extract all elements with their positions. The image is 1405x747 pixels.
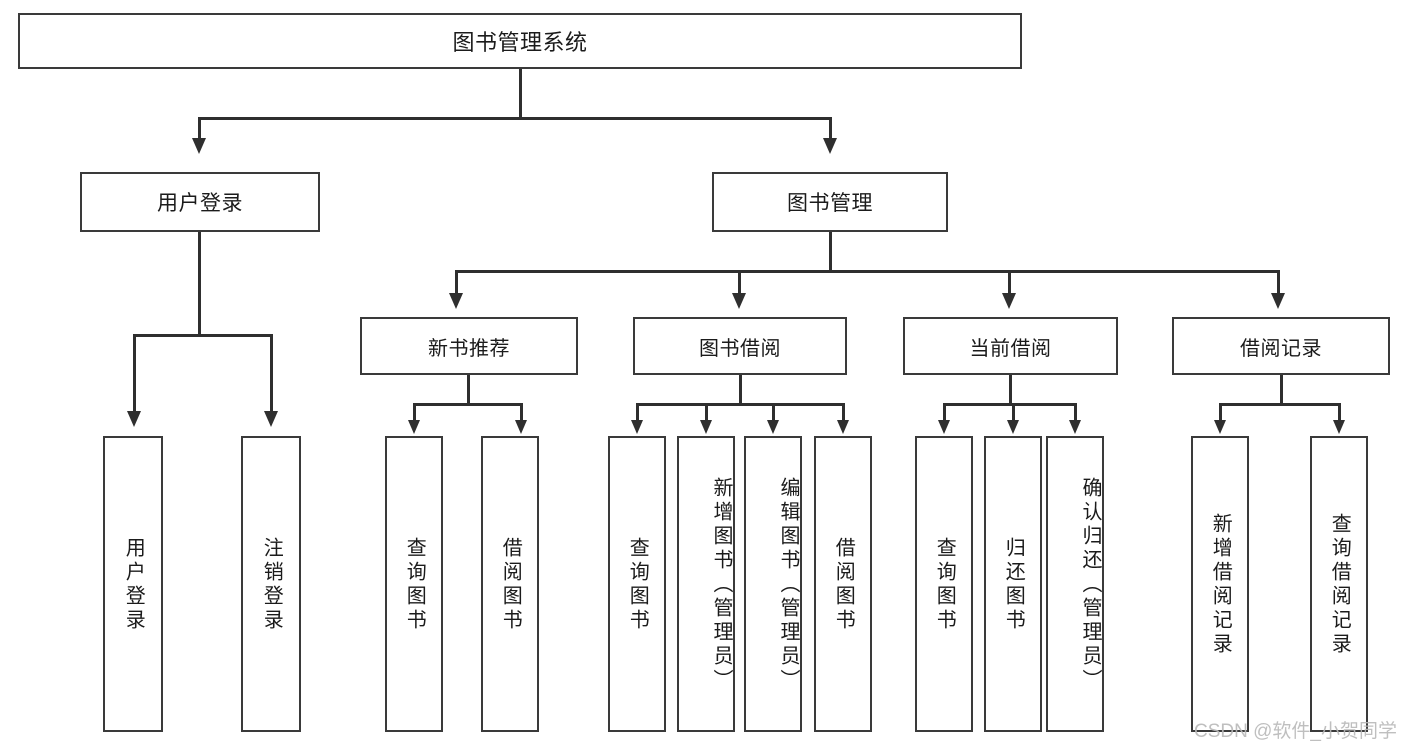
connector-currentborrow-leg-2 xyxy=(1012,403,1015,421)
leaf-query-book-current[interactable]: 查询图书 xyxy=(915,436,973,732)
arrow-currentborrow-child-3 xyxy=(1069,420,1081,434)
leaf-edit-book-admin[interactable]: 编辑图书（管理员） xyxy=(744,436,802,732)
node-root-system[interactable]: 图书管理系统 xyxy=(18,13,1022,69)
arrow-to-user-login xyxy=(192,138,206,154)
arrow-borrowrecord-child-2 xyxy=(1333,420,1345,434)
connector-user-login-bar xyxy=(133,334,273,337)
connector-book-manage-leg-3 xyxy=(1008,270,1011,294)
leaf-borrow-book-newbook[interactable]: 借阅图书 xyxy=(481,436,539,732)
connector-book-manage-bar xyxy=(455,270,1280,273)
leaf-add-book-admin[interactable]: 新增图书（管理员） xyxy=(677,436,735,732)
node-new-book-recommend[interactable]: 新书推荐 xyxy=(360,317,578,375)
leaf-logout[interactable]: 注销登录 xyxy=(241,436,301,732)
connector-bookborrow-leg-4 xyxy=(842,403,845,421)
connector-book-manage-trunk xyxy=(829,232,832,271)
connector-borrowrecord-leg-1 xyxy=(1219,403,1222,421)
connector-currentborrow-leg-1 xyxy=(943,403,946,421)
node-book-borrow[interactable]: 图书借阅 xyxy=(633,317,847,375)
leaf-user-login[interactable]: 用户登录 xyxy=(103,436,163,732)
connector-newbook-leg-2 xyxy=(520,403,523,421)
node-current-borrow[interactable]: 当前借阅 xyxy=(903,317,1118,375)
arrow-to-new-book-rec xyxy=(449,293,463,309)
arrow-newbook-child-1 xyxy=(408,420,420,434)
node-book-manage[interactable]: 图书管理 xyxy=(712,172,948,232)
connector-bookborrow-leg-3 xyxy=(772,403,775,421)
arrow-to-leaf-logout xyxy=(264,411,278,427)
connector-book-manage-leg-1 xyxy=(455,270,458,294)
connector-currentborrow-trunk xyxy=(1009,375,1012,405)
arrow-bookborrow-child-2 xyxy=(700,420,712,434)
watermark-text: CSDN @软件_小贺同学 xyxy=(1194,721,1397,742)
connector-borrowrecord-leg-2 xyxy=(1338,403,1341,421)
arrow-bookborrow-child-4 xyxy=(837,420,849,434)
connector-root-bar xyxy=(198,117,832,120)
arrow-to-book-borrow xyxy=(732,293,746,309)
connector-newbook-bar xyxy=(413,403,523,406)
connector-root-trunk xyxy=(519,69,522,119)
leaf-borrow-book-borrow[interactable]: 借阅图书 xyxy=(814,436,872,732)
connector-bookborrow-leg-2 xyxy=(705,403,708,421)
arrow-to-leaf-user-login xyxy=(127,411,141,427)
connector-bookborrow-bar xyxy=(636,403,845,406)
connector-newbook-leg-1 xyxy=(413,403,416,421)
arrow-bookborrow-child-3 xyxy=(767,420,779,434)
node-user-login[interactable]: 用户登录 xyxy=(80,172,320,232)
arrow-newbook-child-2 xyxy=(515,420,527,434)
connector-book-manage-leg-4 xyxy=(1277,270,1280,294)
connector-bookborrow-trunk xyxy=(739,375,742,405)
connector-currentborrow-leg-3 xyxy=(1074,403,1077,421)
connector-root-leg-right xyxy=(829,117,832,139)
connector-book-manage-leg-2 xyxy=(738,270,741,294)
arrow-bookborrow-child-1 xyxy=(631,420,643,434)
leaf-query-book-newbook[interactable]: 查询图书 xyxy=(385,436,443,732)
connector-newbook-trunk xyxy=(467,375,470,405)
leaf-query-book-borrow[interactable]: 查询图书 xyxy=(608,436,666,732)
connector-bookborrow-leg-1 xyxy=(636,403,639,421)
connector-borrowrecord-trunk xyxy=(1280,375,1283,405)
connector-currentborrow-bar xyxy=(943,403,1077,406)
connector-root-leg-left xyxy=(198,117,201,139)
arrow-currentborrow-child-2 xyxy=(1007,420,1019,434)
connector-user-login-leg-2 xyxy=(270,334,273,412)
connector-user-login-leg-1 xyxy=(133,334,136,412)
leaf-query-borrow-record[interactable]: 查询借阅记录 xyxy=(1310,436,1368,732)
connector-user-login-trunk xyxy=(198,232,201,335)
leaf-confirm-return-admin[interactable]: 确认归还（管理员） xyxy=(1046,436,1104,732)
arrow-borrowrecord-child-1 xyxy=(1214,420,1226,434)
arrow-to-current-borrow xyxy=(1002,293,1016,309)
node-borrow-record[interactable]: 借阅记录 xyxy=(1172,317,1390,375)
arrow-to-book-manage xyxy=(823,138,837,154)
leaf-add-borrow-record[interactable]: 新增借阅记录 xyxy=(1191,436,1249,732)
connector-borrowrecord-bar xyxy=(1219,403,1341,406)
arrow-currentborrow-child-1 xyxy=(938,420,950,434)
leaf-return-book[interactable]: 归还图书 xyxy=(984,436,1042,732)
arrow-to-borrow-record xyxy=(1271,293,1285,309)
